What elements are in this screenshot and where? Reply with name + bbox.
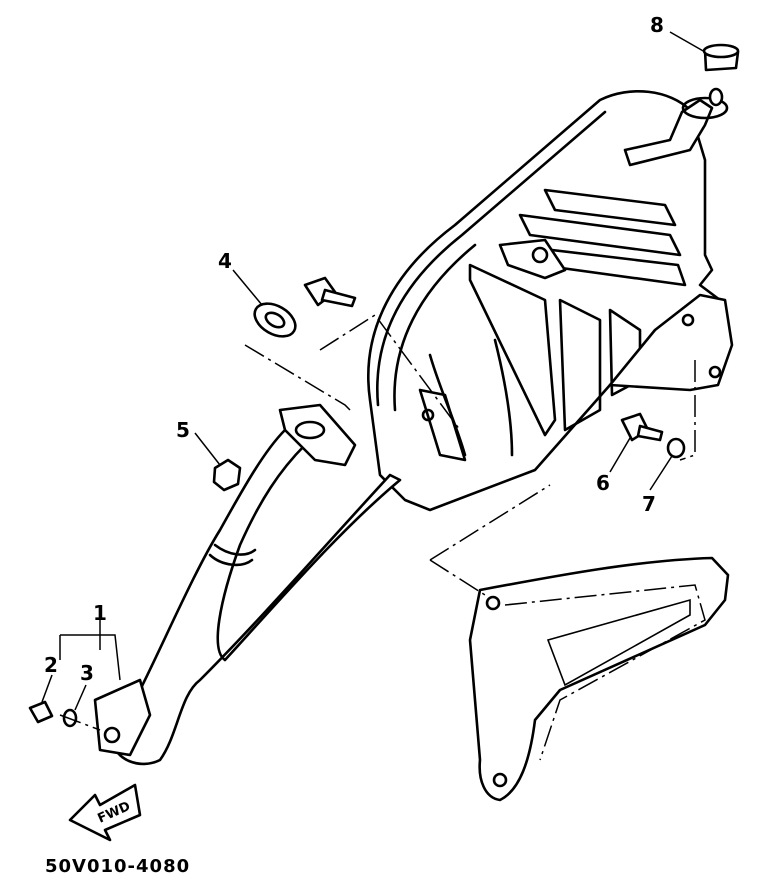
callout-numbers: 8 4 5 6 7 1 2 3 bbox=[44, 13, 664, 685]
gasket-4 bbox=[253, 302, 297, 338]
washer-7 bbox=[666, 437, 686, 459]
exhaust-pipe bbox=[93, 403, 402, 766]
callout-3: 3 bbox=[80, 661, 94, 685]
grommet-8 bbox=[702, 43, 740, 72]
nut-5 bbox=[212, 458, 242, 492]
fwd-arrow-icon: FWD bbox=[68, 783, 142, 842]
callout-1: 1 bbox=[93, 601, 107, 625]
callout-4: 4 bbox=[218, 249, 232, 273]
diagram-code: 50V010-4080 bbox=[45, 856, 190, 877]
callout-8: 8 bbox=[650, 13, 664, 37]
muffler-bracket bbox=[468, 556, 730, 802]
alignment-lines bbox=[59, 313, 696, 731]
bolt-upper bbox=[303, 276, 357, 308]
leader-lines bbox=[41, 31, 706, 711]
bolt-2 bbox=[28, 700, 54, 724]
callout-2: 2 bbox=[44, 653, 58, 677]
callout-5: 5 bbox=[176, 418, 190, 442]
callout-6: 6 bbox=[596, 471, 610, 495]
callout-7: 7 bbox=[642, 492, 656, 516]
bolt-6 bbox=[620, 412, 664, 442]
